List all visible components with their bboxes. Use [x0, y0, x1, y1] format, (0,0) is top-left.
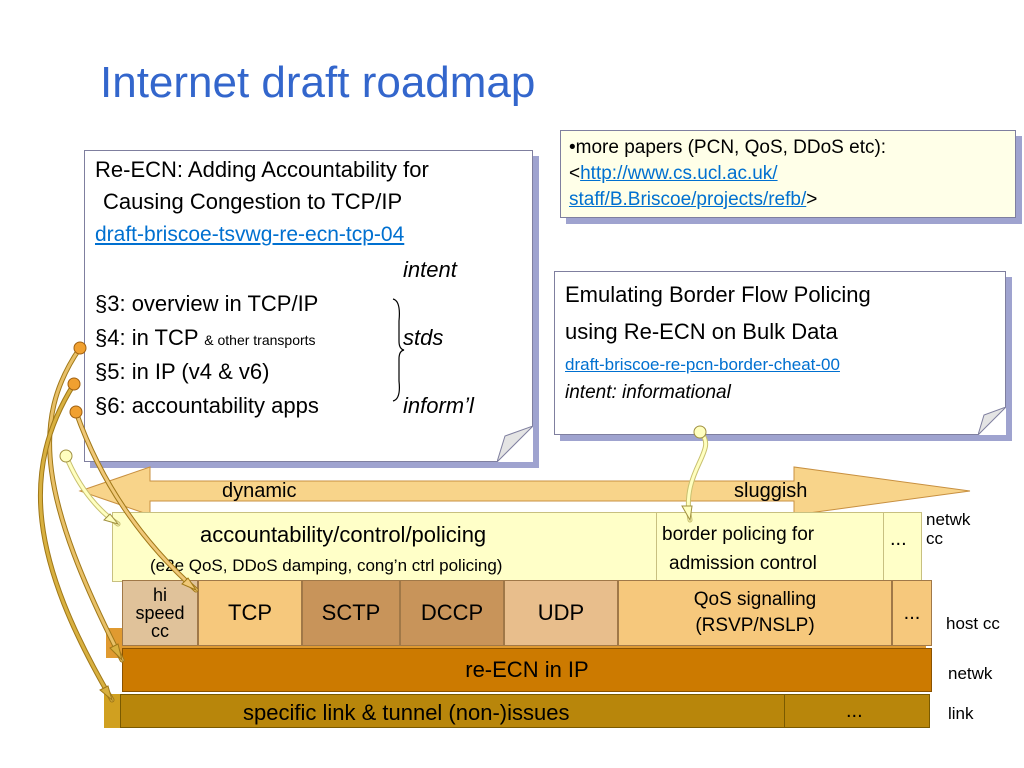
hispeed-line1: hi [152, 585, 167, 605]
section-3: §3: overview in TCP/IP [95, 291, 319, 316]
side-label-netwk-cc: netwk cc [926, 510, 970, 548]
papers-link1[interactable]: http://www.cs.ucl.ac.uk/ [580, 163, 778, 184]
dccp-label: DCCP [420, 600, 484, 625]
dccp-cell: DCCP [400, 580, 504, 646]
udp-cell: UDP [504, 580, 618, 646]
hi-speed-cc-cell: hi speed cc [122, 580, 198, 646]
re-ecn-label: re-ECN in IP [465, 657, 589, 682]
side-cc: cc [926, 529, 943, 548]
section-6: §6: accountability apps [95, 393, 319, 418]
link-divider [784, 694, 785, 728]
accountability-title: accountability/control/policing [200, 522, 487, 547]
side-label-netwk: netwk [948, 664, 993, 683]
note-title-line1: Re-ECN: Adding Accountability for [95, 157, 429, 182]
border-policing-line2: admission control [669, 553, 817, 574]
side-netwk: netwk [926, 510, 971, 529]
hispeed-line2: speed [135, 603, 185, 623]
note-more-papers: •more papers (PCN, QoS, DDoS etc): <http… [560, 130, 1016, 218]
accountability-subtitle: (e2e QoS, DDoS damping, cong’n ctrl poli… [150, 556, 503, 575]
border-title-line2: using Re-ECN on Bulk Data [565, 319, 838, 344]
page-fold-icon [497, 426, 533, 462]
note-re-ecn-tcp: Re-ECN: Adding Accountability for Causin… [84, 150, 533, 462]
section-4-main: §4: in TCP [95, 325, 199, 350]
dynamic-label: dynamic [222, 480, 297, 502]
note-border-policing: Emulating Border Flow Policing using Re-… [554, 271, 1006, 435]
lt-sign: < [569, 163, 581, 184]
page-fold-icon [978, 407, 1006, 435]
note-title-line2: Causing Congestion to TCP/IP [103, 189, 403, 214]
sctp-cell: SCTP [302, 580, 400, 646]
re-ecn-ip-layer: re-ECN in IP [122, 648, 932, 692]
dots-bottom: ... [846, 700, 863, 722]
qos-line1: QoS signalling [693, 589, 817, 610]
sctp-label: SCTP [321, 600, 381, 625]
link-layer-label: specific link & tunnel (non-)issues [243, 700, 570, 725]
qos-signalling-cell: QoS signalling (RSVP/NSLP) [618, 580, 892, 646]
qos-line2: (RSVP/NSLP) [695, 615, 815, 636]
dots-mid-cell: ... [892, 580, 932, 646]
tcp-cell: TCP [198, 580, 302, 646]
side-label-host-cc: host cc [946, 614, 1000, 633]
intent-label: intent [403, 257, 457, 282]
papers-link1-line: <http://www.cs.ucl.ac.uk/ [569, 163, 778, 185]
border-draft-link[interactable]: draft-briscoe-re-pcn-border-cheat-00 [565, 355, 840, 374]
side-label-link: link [948, 704, 974, 723]
papers-link2-line: staff/B.Briscoe/projects/refb/> [569, 189, 817, 211]
brace-icon [392, 298, 405, 402]
draft-link[interactable]: draft-briscoe-tsvwg-re-ecn-tcp-04 [95, 223, 405, 246]
border-intent: intent: informational [565, 382, 731, 403]
dots-mid: ... [903, 601, 921, 624]
stds-label: stds [403, 325, 444, 350]
border-title-line1: Emulating Border Flow Policing [565, 282, 871, 307]
udp-label: UDP [537, 600, 585, 625]
accountability-layer [112, 512, 922, 582]
papers-line1: •more papers (PCN, QoS, DDoS etc): [569, 137, 887, 158]
hispeed-line3: cc [151, 621, 169, 641]
section-4-note: & other transports [204, 332, 316, 348]
section-5: §5: in IP (v4 & v6) [95, 359, 270, 384]
sluggish-label: sluggish [734, 480, 808, 502]
dots-top: ... [890, 528, 907, 550]
page-title: Internet draft roadmap [100, 58, 536, 107]
section-4: §4: in TCP & other transports [95, 325, 316, 351]
papers-link2[interactable]: staff/B.Briscoe/projects/refb/ [569, 189, 807, 210]
tcp-label: TCP [228, 600, 272, 625]
link-layer [120, 694, 930, 728]
informational-label: inform’l [403, 393, 474, 418]
border-policing-cell [656, 512, 884, 582]
border-policing-line1: border policing for [662, 524, 815, 545]
gt-sign: > [806, 189, 818, 210]
